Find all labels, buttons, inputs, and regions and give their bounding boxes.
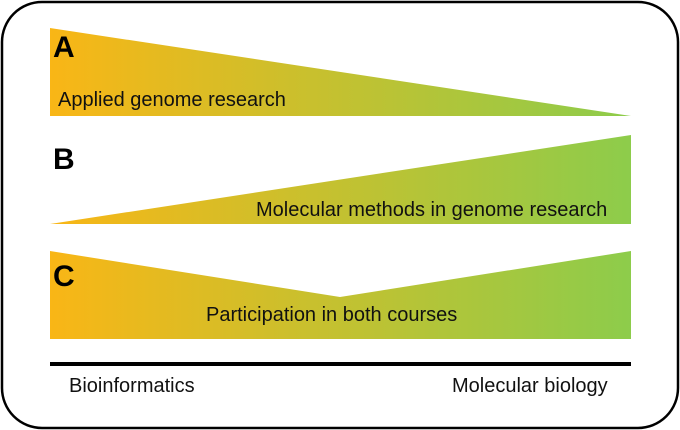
axis-left-label: Bioinformatics — [69, 375, 195, 397]
axis-right-label: Molecular biology — [452, 375, 608, 397]
panel-b-letter: B — [53, 143, 75, 176]
panel-b-label: Molecular methods in genome research — [256, 199, 608, 221]
panel-c-letter: C — [53, 260, 75, 293]
panel-c-shape — [50, 251, 631, 339]
panel-a-shape — [50, 28, 631, 116]
panel-a-letter: A — [53, 31, 75, 64]
panel-a-label: Applied genome research — [58, 89, 286, 111]
panel-c-label: Participation in both courses — [206, 304, 458, 326]
panel-b-shape — [50, 135, 631, 224]
